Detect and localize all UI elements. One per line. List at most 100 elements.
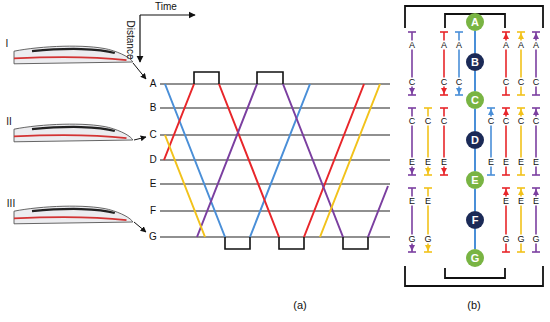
segment-arrowhead — [425, 168, 431, 174]
track-letter: C — [408, 117, 417, 126]
track-letter: G — [423, 235, 432, 244]
segment-arrowhead — [409, 88, 415, 94]
segment-tick — [532, 94, 540, 96]
track-link — [474, 149, 476, 171]
segment-tick — [532, 174, 540, 176]
segment-arrowhead — [503, 33, 509, 39]
segment-arrowhead — [518, 109, 524, 115]
segment-tick — [517, 94, 525, 96]
segment-tick — [532, 107, 540, 109]
station-name: G — [471, 253, 480, 264]
segment-tick — [532, 251, 540, 253]
segment-arrowhead — [441, 88, 447, 94]
track-letter: C — [517, 117, 526, 126]
segment-tick — [424, 251, 432, 253]
segment-tick — [517, 31, 525, 33]
segment-tick — [517, 187, 525, 189]
segment-tick — [502, 31, 510, 33]
track-letter: A — [532, 41, 540, 50]
station-circle: G — [466, 249, 484, 267]
track-letter: E — [408, 197, 416, 206]
segment-tick — [502, 251, 510, 253]
segment-arrowhead — [425, 245, 431, 251]
track-letter: E — [424, 197, 432, 206]
segment-tick — [408, 251, 416, 253]
axis-label: Time — [155, 2, 177, 12]
station-circle: B — [466, 53, 484, 71]
segment-tick — [440, 107, 448, 109]
track-letter: E — [408, 158, 416, 167]
station-name: E — [471, 175, 478, 186]
track-letter: E — [440, 158, 448, 167]
segment-arrowhead — [503, 189, 509, 195]
track-letter: C — [517, 78, 526, 87]
station-name: D — [471, 135, 479, 146]
track-letter: G — [407, 235, 416, 244]
segment-tick — [517, 251, 525, 253]
track-letter: C — [502, 117, 511, 126]
segment-tick — [517, 174, 525, 176]
segment-tick — [440, 31, 448, 33]
segment-tick — [502, 187, 510, 189]
station-circle: C — [466, 91, 484, 109]
segment-tick — [408, 107, 416, 109]
track-letter: E — [517, 158, 525, 167]
track-letter: C — [408, 78, 417, 87]
track-letter: A — [502, 41, 510, 50]
axis-label: Distance — [125, 21, 135, 60]
loop-frame — [405, 6, 543, 286]
track-letter: C — [440, 117, 449, 126]
track-letter: A — [517, 41, 525, 50]
station-circle: F — [466, 211, 484, 229]
track-letter: A — [455, 41, 463, 50]
track-letter: C — [532, 117, 541, 126]
track-letter: E — [502, 158, 510, 167]
segment-tick — [487, 107, 495, 109]
panel-label: (b) — [467, 300, 480, 311]
panel-label: (a) — [293, 300, 306, 311]
axis-label: C — [149, 130, 156, 140]
axis-label: I — [6, 39, 9, 49]
segment-arrowhead — [518, 33, 524, 39]
segment-arrowhead — [456, 88, 462, 94]
segment-arrowhead — [533, 109, 539, 115]
segment-arrowhead — [409, 245, 415, 251]
axis-label: G — [149, 232, 157, 242]
axis-label: A — [150, 79, 157, 89]
track-letter: C — [532, 78, 541, 87]
segment-tick — [532, 187, 540, 189]
segment-arrowhead — [441, 168, 447, 174]
track-link — [474, 109, 476, 131]
station-name: A — [471, 17, 479, 28]
segment-tick — [502, 174, 510, 176]
train-icons — [14, 46, 133, 224]
track-letter: G — [501, 235, 510, 244]
segment-arrowhead — [518, 189, 524, 195]
segment-tick — [517, 107, 525, 109]
station-name: B — [471, 57, 479, 68]
segment-tick — [532, 31, 540, 33]
axis-label: II — [6, 117, 12, 127]
track-letter: E — [487, 158, 495, 167]
track-letter: A — [440, 41, 448, 50]
segment-tick — [408, 187, 416, 189]
segment-arrowhead — [409, 168, 415, 174]
track-letter: E — [517, 197, 525, 206]
segment-tick — [440, 94, 448, 96]
segment-tick — [440, 174, 448, 176]
track-letter: C — [455, 78, 464, 87]
segment-tick — [424, 174, 432, 176]
track-letter: C — [440, 78, 449, 87]
track-segments — [408, 32, 540, 252]
segment-tick — [487, 174, 495, 176]
station-lines — [160, 84, 390, 237]
segment-arrowhead — [533, 33, 539, 39]
track-letter: G — [531, 235, 540, 244]
segment-tick — [502, 94, 510, 96]
axis-label: D — [149, 155, 156, 165]
track-letter: E — [424, 158, 432, 167]
segment-tick — [424, 187, 432, 189]
segment-tick — [408, 31, 416, 33]
